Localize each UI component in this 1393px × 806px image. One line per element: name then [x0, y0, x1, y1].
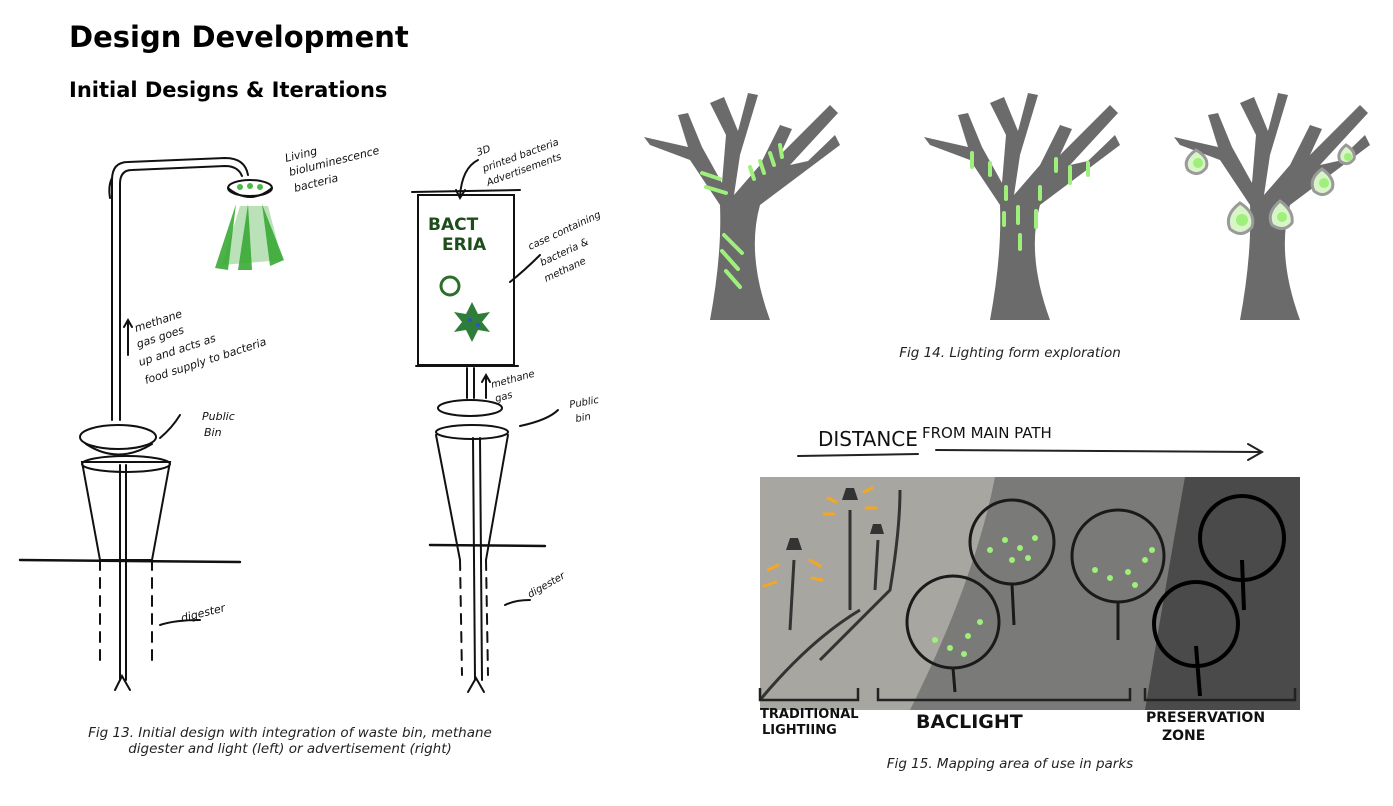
zone-label-preservation-2: ZONE [1162, 728, 1205, 744]
zone-light [760, 477, 995, 710]
fig15-zone-map: DISTANCE FROM MAIN PATH TRADITIONAL LI [758, 424, 1300, 744]
note-public: Public [202, 410, 235, 423]
note-methane-right: methane [490, 369, 536, 391]
note-bin-right: bin [575, 411, 592, 425]
fig14-trees [644, 93, 1370, 320]
banner-word-2: ERIA [442, 235, 487, 255]
traditional-lamps [758, 489, 902, 701]
arrow-label-from-main-path: FROM MAIN PATH [922, 424, 1052, 442]
note-digester-right: digester [526, 570, 568, 600]
zone-label-baclight: BACLIGHT [916, 711, 1023, 733]
note-3d: 3D [475, 144, 492, 159]
zone-label-traditional-1: TRADITIONAL [760, 707, 859, 722]
fig13-caption-line2: digester and light (left) or advertiseme… [128, 741, 452, 757]
distance-arrow [797, 443, 1265, 461]
tree-variant-1 [644, 93, 840, 320]
banner-word-1: BACT [428, 215, 479, 235]
light-head-bacteria [237, 183, 263, 190]
tree-variant-2 [924, 93, 1120, 320]
arrow-label-distance: DISTANCE [818, 427, 918, 451]
zone-label-traditional-2: LIGHTIING [762, 723, 837, 738]
tree-variant-3 [1174, 93, 1370, 320]
fig13-sketch: Living bioluminescence bacteria methane … [18, 137, 603, 693]
bioluminescent-light-rays [215, 204, 284, 270]
page-subtitle: Initial Designs & Iterations [69, 78, 388, 102]
fig13-caption-line1: Fig 13. Initial design with integration … [88, 725, 492, 741]
note-digester: digester [180, 601, 228, 625]
preservation-trees [1152, 494, 1286, 697]
fig15-caption: Fig 15. Mapping area of use in parks [886, 756, 1134, 772]
zone-label-preservation-1: PRESERVATION [1146, 710, 1265, 726]
note-public-right: Public [569, 395, 601, 411]
baclight-trees [905, 498, 1166, 693]
note-gas-right: gas [494, 390, 514, 405]
zone-brackets [758, 688, 1297, 702]
advert-sketch [411, 159, 559, 693]
note-bin: Bin [204, 426, 222, 439]
page-title: Design Development [69, 20, 409, 54]
fig13-caption: Fig 13. Initial design with integration … [70, 725, 510, 757]
lamp-sketch [18, 156, 273, 691]
advert-banner-art: BACT ERIA [428, 215, 490, 342]
fig14-caption: Fig 14. Lighting form exploration [899, 345, 1121, 361]
